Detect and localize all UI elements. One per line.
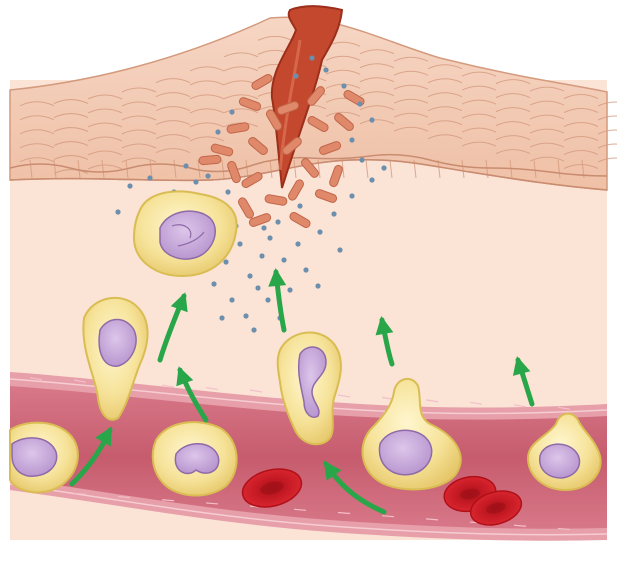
chemical-signal-dot-icon xyxy=(315,283,320,288)
chemical-signal-dot-icon xyxy=(127,183,132,188)
chemical-signal-dot-icon xyxy=(287,287,292,292)
chemical-signal-dot-icon xyxy=(147,175,152,180)
chemical-signal-dot-icon xyxy=(193,179,198,184)
chemical-signal-dot-icon xyxy=(357,101,362,106)
chemical-signal-dot-icon xyxy=(309,55,314,60)
chemical-signal-dot-icon xyxy=(115,209,120,214)
chemical-signal-dot-icon xyxy=(303,267,308,272)
chemical-signal-dot-icon xyxy=(369,177,374,182)
chemical-signal-dot-icon xyxy=(251,327,256,332)
chemical-signal-dot-icon xyxy=(215,129,220,134)
chemical-signal-dot-icon xyxy=(243,313,248,318)
chemical-signal-dot-icon xyxy=(281,257,286,262)
chemical-signal-dot-icon xyxy=(255,285,260,290)
chemical-signal-dot-icon xyxy=(369,117,374,122)
chemical-signal-dot-icon xyxy=(183,163,188,168)
chemical-signal-dot-icon xyxy=(229,297,234,302)
chemical-signal-dot-icon xyxy=(381,165,386,170)
chemical-signal-dot-icon xyxy=(323,67,328,72)
chemical-signal-dot-icon xyxy=(349,137,354,142)
chemical-signal-dot-icon xyxy=(259,253,264,258)
chemical-signal-dot-icon xyxy=(341,83,346,88)
chemical-signal-dot-icon xyxy=(237,241,242,246)
chemical-signal-dot-icon xyxy=(211,281,216,286)
chemical-signal-dot-icon xyxy=(267,235,272,240)
leukocyte-in-vessel xyxy=(153,422,237,495)
chemical-signal-dot-icon xyxy=(265,297,270,302)
chemical-signal-dot-icon xyxy=(295,241,300,246)
chemical-signal-dot-icon xyxy=(317,229,322,234)
bacterium-icon xyxy=(199,155,222,165)
chemical-signal-dot-icon xyxy=(261,225,266,230)
chemical-signal-dot-icon xyxy=(359,157,364,162)
chemical-signal-dot-icon xyxy=(337,247,342,252)
chemical-signal-dot-icon xyxy=(331,211,336,216)
chemical-signal-dot-icon xyxy=(205,173,210,178)
chemical-signal-dot-icon xyxy=(297,203,302,208)
chemical-signal-dot-icon xyxy=(229,109,234,114)
chemical-signal-dot-icon xyxy=(219,315,224,320)
chemical-signal-dot-icon xyxy=(349,193,354,198)
chemical-signal-dot-icon xyxy=(225,189,230,194)
chemical-signal-dot-icon xyxy=(293,73,298,78)
chemical-signal-dot-icon xyxy=(223,259,228,264)
chemical-signal-dot-icon xyxy=(275,219,280,224)
chemical-signal-dot-icon xyxy=(247,273,252,278)
